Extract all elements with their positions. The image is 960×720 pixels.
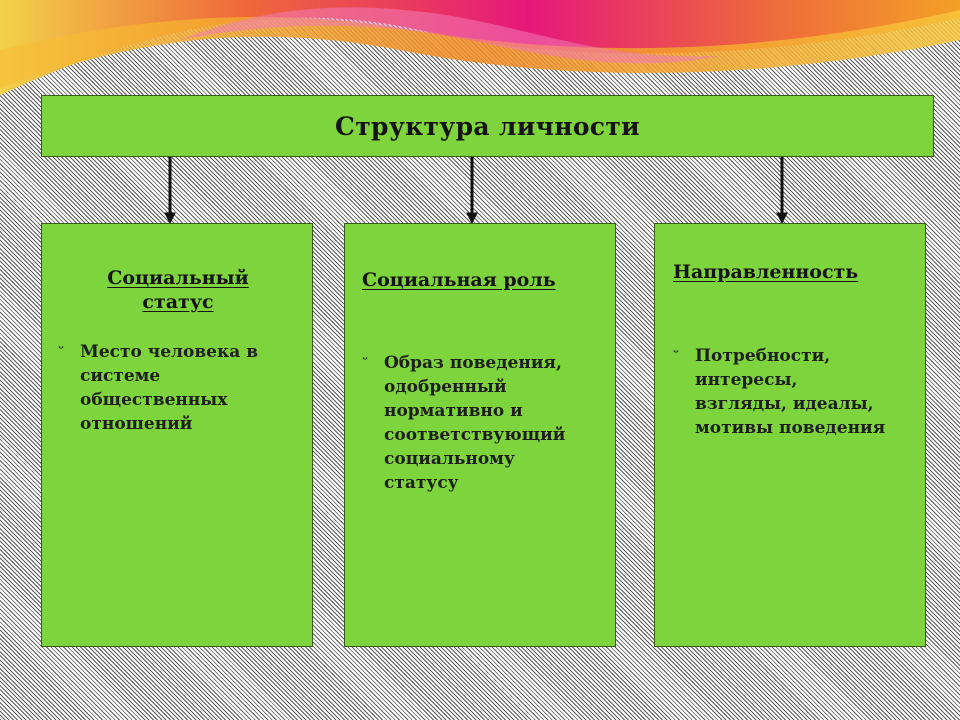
text-social-role: Образ поведения, одобренный нормативно и… [384,353,566,493]
diagram-title: Структура личности [335,111,640,141]
bullet-social-status: ᵕ Место человека в системе общественных … [58,340,308,436]
title-box: Структура личности [41,95,934,157]
box-social-status: Социальный статус ᵕ Место человека в сис… [41,223,313,647]
bullet-icon: ᵕ [58,342,65,357]
heading-social-status: Социальный статус [107,267,249,313]
arrowhead-role [466,212,478,225]
bullet-orientation: ᵕ Потребности, интересы, взгляды, идеалы… [673,344,923,440]
text-social-status: Место человека в системе общественных от… [80,342,259,434]
decorative-banner [0,0,960,95]
arrowhead-status [164,212,176,225]
text-orientation: Потребности, интересы, взгляды, идеалы, … [695,346,886,438]
bullet-social-role: ᵕ Образ поведения, одобренный нормативно… [362,351,612,495]
banner-wave-magenta [0,0,960,95]
arrowhead-orientation [776,212,788,225]
heading-orientation: Направленность [673,261,859,283]
heading-social-role: Социальная роль [362,269,556,291]
bullet-icon: ᵕ [673,346,680,361]
bullet-icon: ᵕ [362,353,369,368]
box-orientation: Направленность ᵕ Потребности, интересы, … [654,223,926,647]
banner-wave-pink [180,7,720,64]
box-social-role: Социальная роль ᵕ Образ поведения, одобр… [344,223,616,647]
